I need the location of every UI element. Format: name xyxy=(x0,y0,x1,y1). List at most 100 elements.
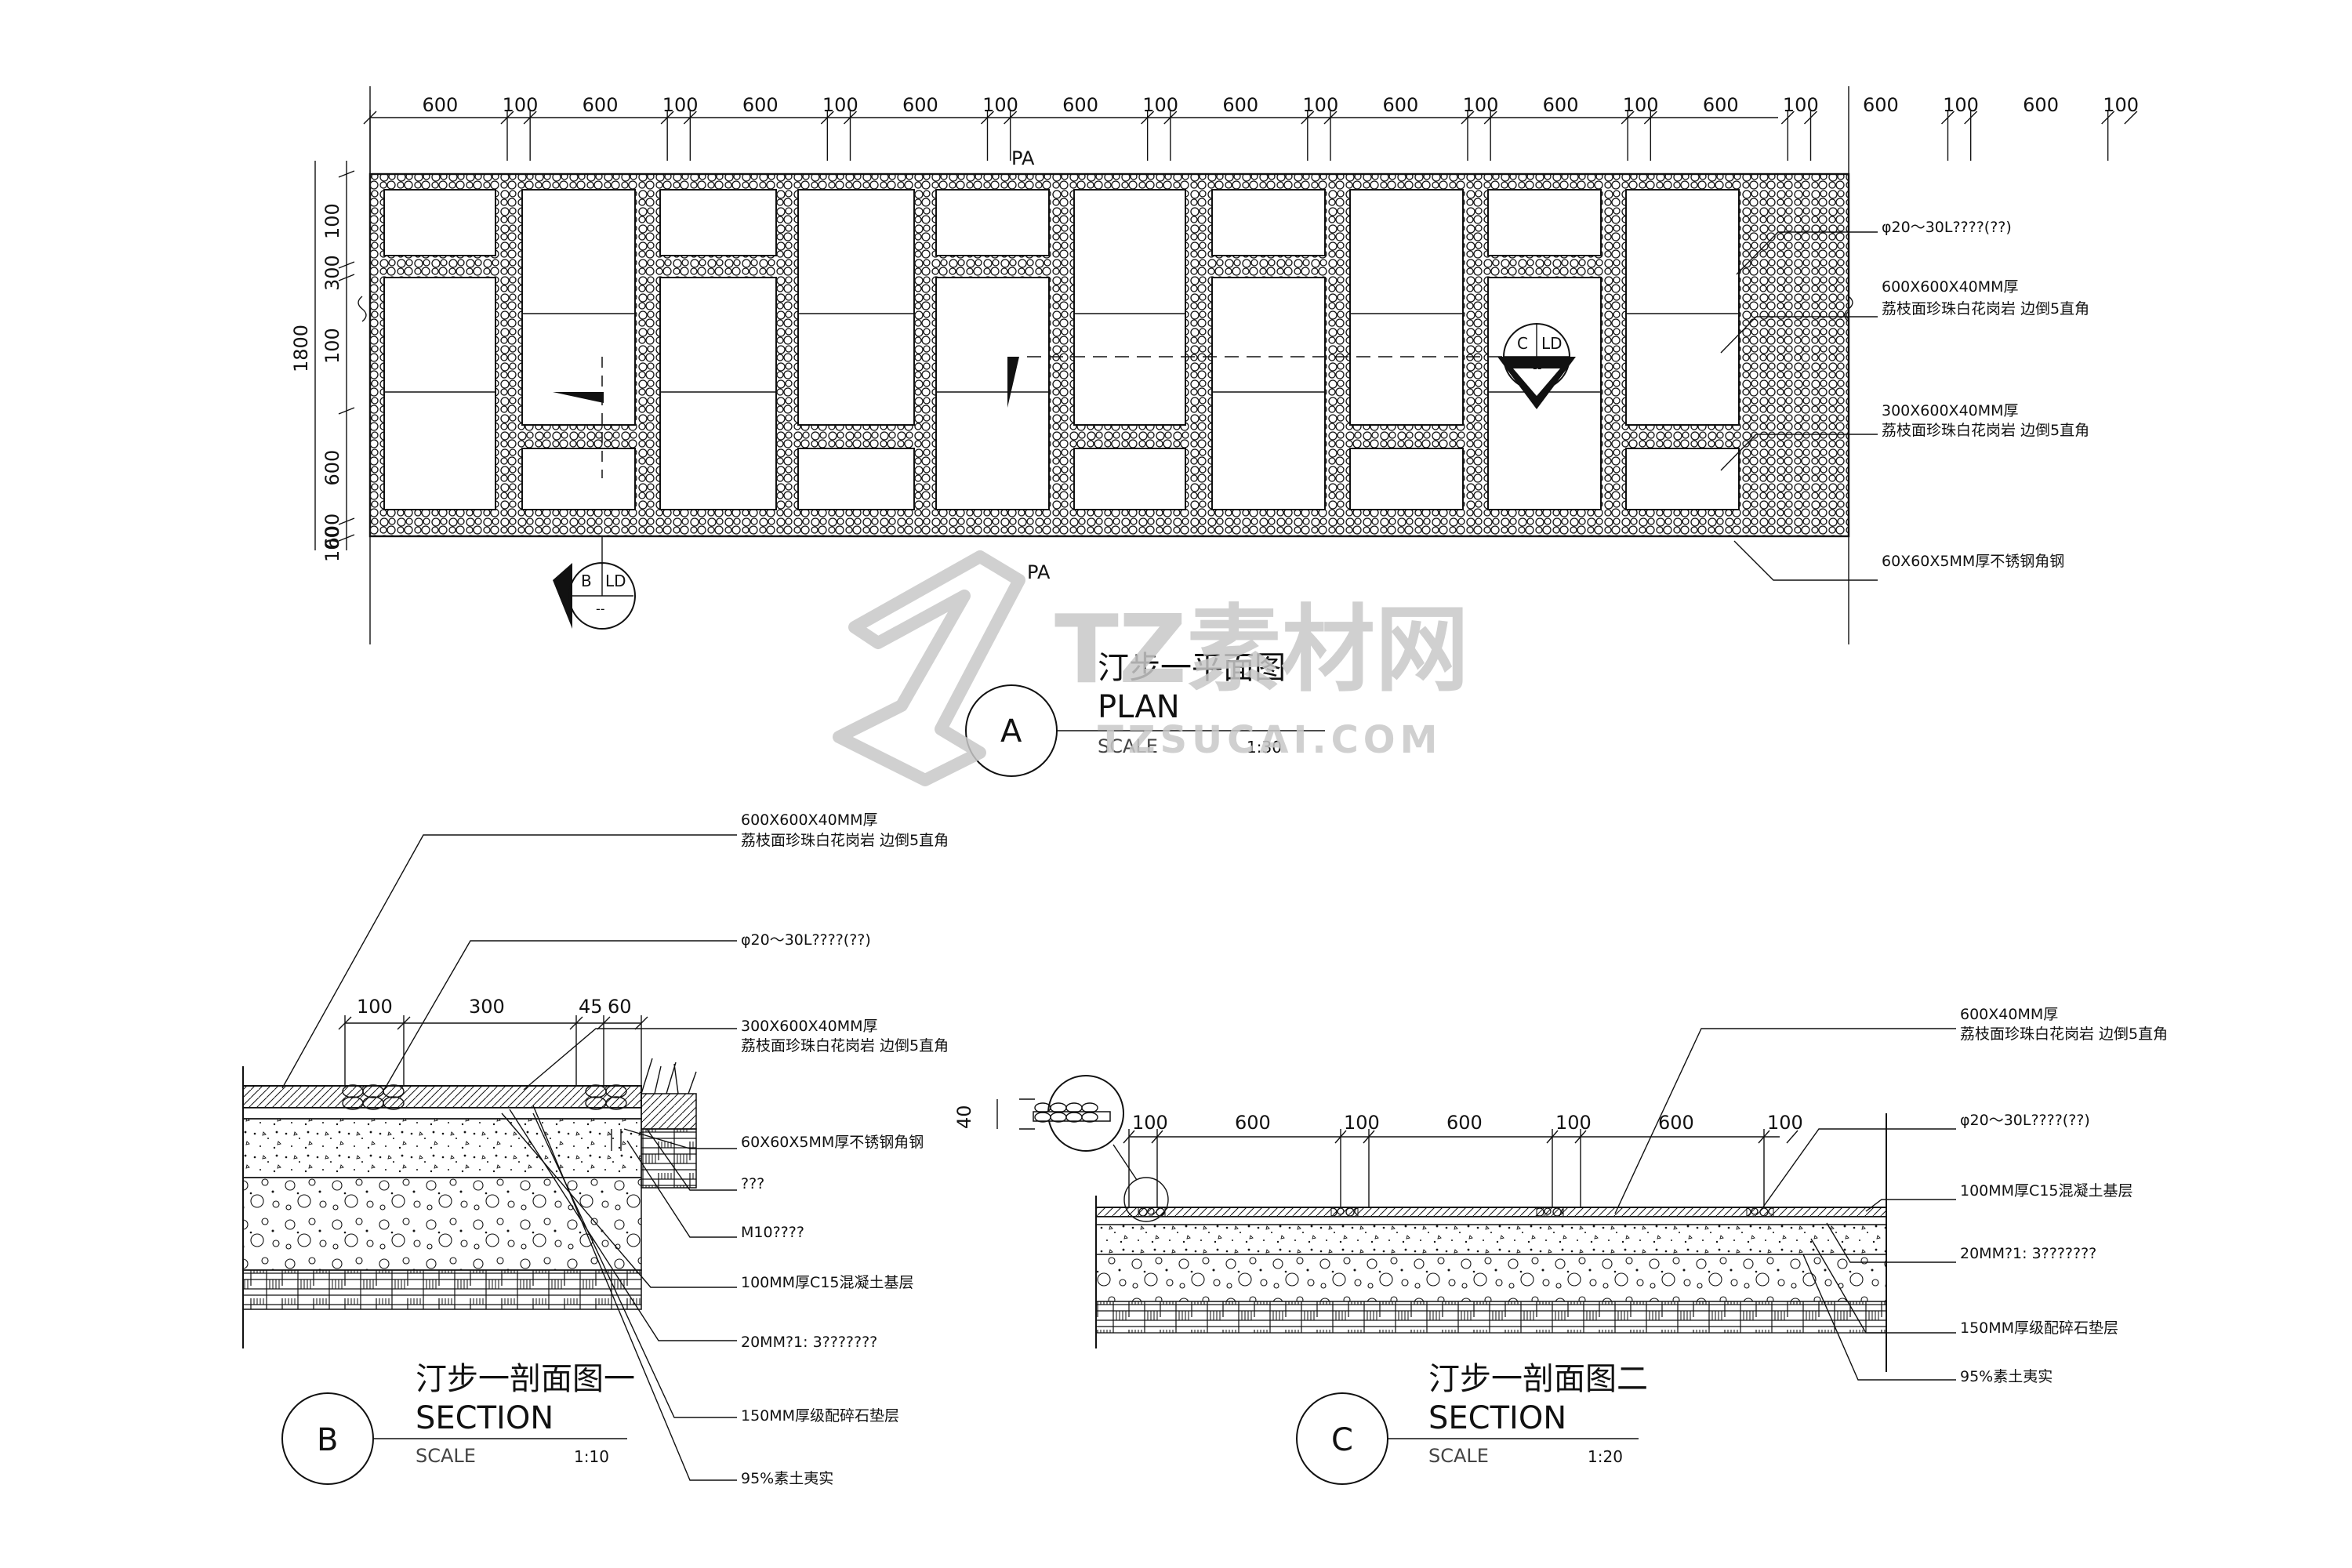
watermark: TZ素材网 TZSUCAI.COM xyxy=(833,550,1469,786)
plan-left-dimension-line xyxy=(314,161,355,550)
granite-slab-300 xyxy=(1073,448,1186,510)
section2-callout-gravel: 150MM厚级配碎石垫层 xyxy=(1960,1319,2118,1337)
granite-slab-300 xyxy=(659,189,777,256)
plan-left-dimension-text: 600 xyxy=(321,450,343,486)
section2-dimension-text: 100 xyxy=(1344,1112,1380,1134)
plan-top-dimension-text: 100 xyxy=(662,94,699,116)
section2-pebbles xyxy=(1138,1207,1774,1218)
section1-title-circle-letter: B xyxy=(317,1422,338,1458)
plan-title-cn: 汀步一平面图 xyxy=(1098,650,1286,686)
plan-top-dimension-text: 100 xyxy=(1623,94,1659,116)
section2-title-en: SECTION xyxy=(1428,1400,1566,1436)
plan-total-dimension: 1800 xyxy=(290,325,312,372)
section-c-arrow xyxy=(1007,357,1019,408)
section-b-marker-ref: LD xyxy=(605,572,626,590)
section1-callout-pebble: φ20～30L????(??) xyxy=(741,931,871,949)
section-b-marker-dash: -- xyxy=(596,601,605,616)
section1-curb xyxy=(611,1058,697,1189)
break-mark-right xyxy=(1844,296,1853,322)
plan-callout-600-material: 荔枝面珍珠白花岗岩 边倒5直角 xyxy=(1882,300,2089,318)
section2-dimension-text: 100 xyxy=(1555,1112,1592,1134)
granite-slab-600 xyxy=(935,277,1050,510)
section2-callout-material: 荔枝面珍珠白花岗岩 边倒5直角 xyxy=(1960,1025,2168,1043)
section2-callout-concrete: 100MM厚C15混凝土基层 xyxy=(1960,1182,2133,1200)
section1-callout-600-size: 600X600X40MM厚 xyxy=(741,811,878,829)
break-mark-left xyxy=(358,296,367,322)
section1-title-cn: 汀步一剖面图一 xyxy=(416,1361,635,1397)
section1-callout-mortar: 20MM?1: 3??????? xyxy=(741,1334,877,1351)
plan-top-dimension-text: 600 xyxy=(742,94,779,116)
section-c-marker: C LD -- xyxy=(1497,323,1576,409)
plan-top-dimension-text: 600 xyxy=(423,94,459,116)
section2-soil-layer xyxy=(1095,1301,1887,1334)
section-b-marker: B LD -- xyxy=(553,536,636,630)
granite-slab-300 xyxy=(935,189,1050,256)
plan-callout-600-size: 600X600X40MM厚 xyxy=(1882,278,2019,296)
section1-callout-unknown: ??? xyxy=(741,1175,764,1192)
plan-top-dimension-text: 100 xyxy=(982,94,1018,116)
section1-scale-label: SCALE xyxy=(416,1445,476,1467)
section1-callout-300-size: 300X600X40MM厚 xyxy=(741,1018,878,1035)
plan-view: 600 100 600 100 600 100 600 100 600 100 600 100 600 1… xyxy=(290,86,2139,777)
section2-concrete-layer xyxy=(1095,1224,1887,1255)
granite-slab-300 xyxy=(1211,189,1326,256)
plan-top-dimension-text: 600 xyxy=(1863,94,1899,116)
section-c-marker-dash: -- xyxy=(1533,361,1542,376)
granite-slab-300 xyxy=(521,448,636,510)
section1-dim-45: 45 xyxy=(579,996,603,1018)
section2-scale-label: SCALE xyxy=(1428,1445,1489,1467)
granite-slab-600 xyxy=(1625,189,1740,426)
section1-pebbles xyxy=(342,1084,627,1110)
plan-top-dimension-text: 600 xyxy=(1543,94,1579,116)
pa-label-bottom: PA xyxy=(1027,561,1051,583)
watermark-logo-mark xyxy=(833,550,1025,786)
granite-slab-300 xyxy=(1349,448,1464,510)
section1-callout-concrete: 100MM厚C15混凝土基层 xyxy=(741,1274,914,1291)
section1-scale-value: 1:10 xyxy=(574,1447,609,1466)
watermark-brand: TZ素材网 xyxy=(1054,596,1469,705)
plan-top-dimension-text: 100 xyxy=(1783,94,1819,116)
section2-dim-40: 40 xyxy=(953,1105,975,1129)
section1-stone-layer xyxy=(242,1085,642,1109)
plan-top-dimension-text: 600 xyxy=(902,94,938,116)
plan-top-dimension-text: 100 xyxy=(1302,94,1338,116)
plan-top-dimension-text: 100 xyxy=(822,94,858,116)
plan-top-dimension-text: 600 xyxy=(2023,94,2059,116)
section-b-view: 100 300 45 60 600X600X40MM厚 荔枝面珍珠白花岗岩 边倒… xyxy=(242,811,949,1487)
granite-slab-300 xyxy=(1487,189,1602,256)
section1-soil-layer xyxy=(242,1269,642,1310)
plan-top-dimension-text: 100 xyxy=(503,94,539,116)
section2-dimension-text: 600 xyxy=(1446,1112,1483,1134)
plan-top-dimension-text: 600 xyxy=(1062,94,1098,116)
plan-scale-label: SCALE xyxy=(1098,735,1158,757)
granite-slab-300 xyxy=(797,448,915,510)
section1-mortar-layer xyxy=(242,1107,642,1120)
section2-scale-value: 1:20 xyxy=(1588,1447,1623,1466)
plan-callout-pebble: φ20～30L????(??) xyxy=(1882,219,2012,236)
section2-dimension-text: 100 xyxy=(1767,1112,1803,1134)
granite-slab-600 xyxy=(1073,189,1186,426)
plan-scale-value: 1:30 xyxy=(1247,738,1282,757)
plan-left-dimension-text: 100 xyxy=(321,328,343,364)
pa-label-top: PA xyxy=(1011,147,1035,169)
section1-callout-300-material: 荔枝面珍珠白花岗岩 边倒5直角 xyxy=(741,1037,949,1054)
section2-dimension-text: 600 xyxy=(1658,1112,1694,1134)
section1-gravel-layer xyxy=(242,1177,642,1271)
plan-top-dimension-text: 100 xyxy=(1142,94,1178,116)
plan-top-dimension-text: 600 xyxy=(583,94,619,116)
plan-top-dimension-text: 100 xyxy=(1463,94,1499,116)
section1-dim-60: 60 xyxy=(608,996,632,1018)
section2-callout-soil: 95%素土夷实 xyxy=(1960,1368,2053,1385)
plan-title-circle-letter: A xyxy=(1000,713,1022,750)
section-b-marker-letter: B xyxy=(581,572,592,590)
plan-left-dimension-text: 600 xyxy=(321,514,343,550)
plan-title-en: PLAN xyxy=(1098,689,1180,725)
section-c-marker-ref: LD xyxy=(1541,334,1563,353)
section2-dimension-text: 100 xyxy=(1132,1112,1168,1134)
section1-dim-300: 300 xyxy=(469,996,505,1018)
plan-callout-angle-steel: 60X60X5MM厚不锈钢角钢 xyxy=(1882,553,2064,570)
plan-callout-300-size: 300X600X40MM厚 xyxy=(1882,402,2019,419)
plan-top-dimension-text: 600 xyxy=(1703,94,1739,116)
granite-slab-600 xyxy=(521,189,636,426)
